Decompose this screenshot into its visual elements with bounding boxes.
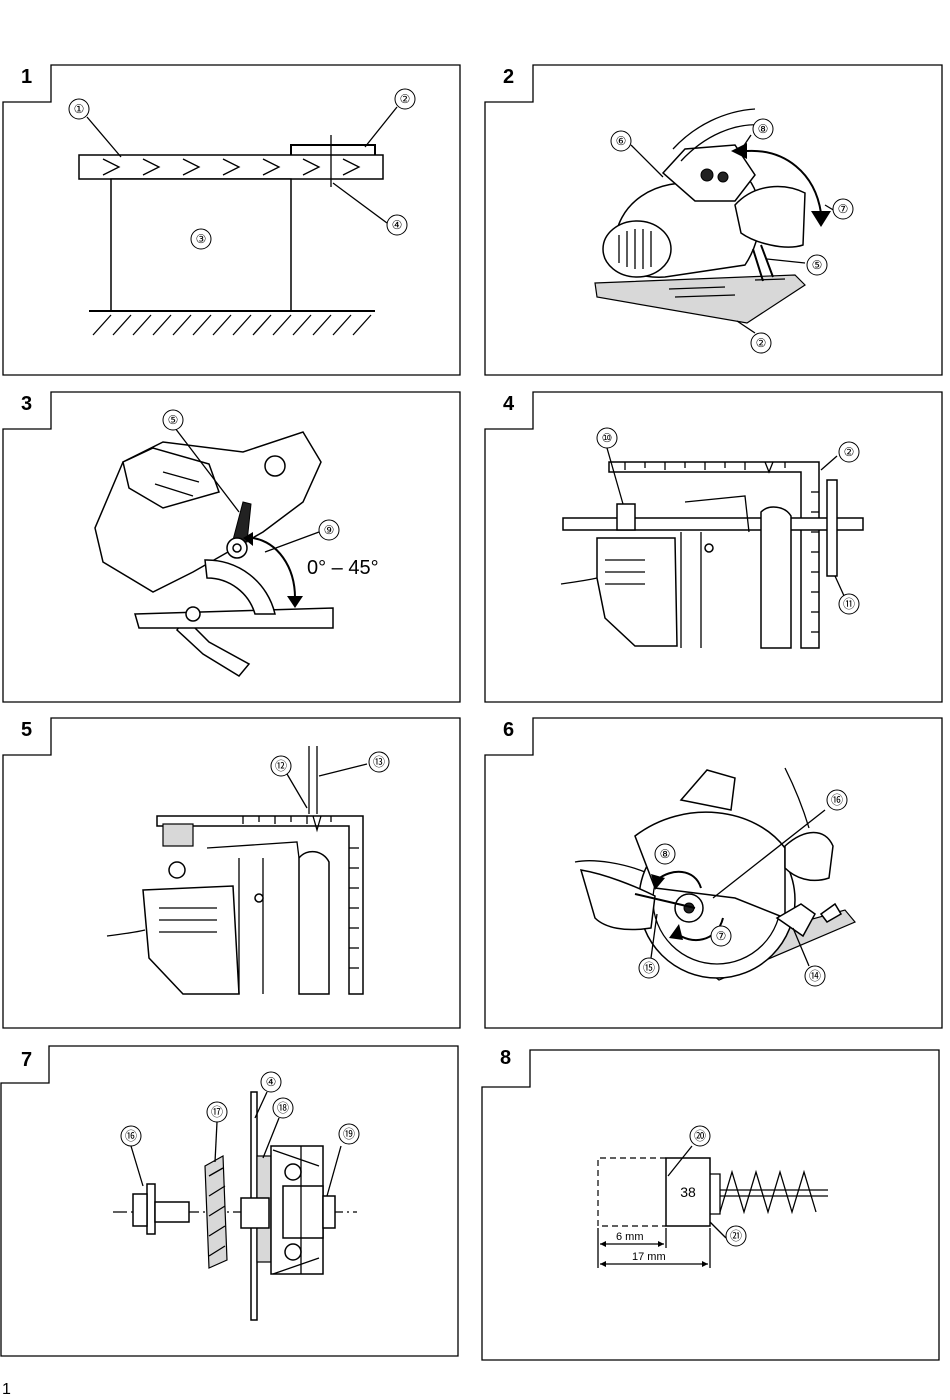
callout-2: ② (750, 332, 772, 354)
dimension-17mm: 17 mm (632, 1251, 666, 1263)
callout-13: ⑬ (368, 751, 390, 773)
callout-4: ④ (260, 1071, 282, 1093)
bevel-angle-range: 0° – 45° (307, 557, 379, 579)
callout-16: ⑯ (826, 789, 848, 811)
callout-5: ⑤ (162, 409, 184, 431)
callout-10: ⑩ (596, 427, 618, 449)
panel-number: 8 (500, 1047, 512, 1069)
svg-text:⑨: ⑨ (324, 523, 335, 537)
figure-panel-8: 8 38 6 mm 17 mm ⑳ ㉑ (481, 1047, 942, 1362)
panel-frame (481, 1049, 940, 1361)
svg-text:⑦: ⑦ (838, 202, 849, 216)
figure-panel-5: 5 ⑫ ⑬ (2, 717, 463, 1030)
callout-18: ⑱ (272, 1097, 294, 1119)
panel-number: 2 (503, 66, 515, 88)
panel-frame (484, 391, 943, 703)
svg-text:⑯: ⑯ (831, 793, 843, 807)
saw-base-adjust-illustration (594, 108, 836, 334)
svg-text:②: ② (844, 445, 855, 459)
callout-20: ⑳ (689, 1125, 711, 1147)
figure-panel-6: 6 ⑯ ⑧ ⑦ ⑮ ⑭ (484, 717, 945, 1030)
svg-text:⑧: ⑧ (758, 122, 769, 136)
panel-number: 7 (21, 1049, 33, 1071)
svg-text:③: ③ (196, 232, 207, 246)
svg-text:⑬: ⑬ (373, 755, 385, 769)
callout-7: ⑦ (710, 925, 732, 947)
panel-frame (2, 64, 461, 376)
svg-text:⑪: ⑪ (843, 597, 855, 611)
panel-frame (484, 64, 943, 376)
panel-frame (2, 391, 461, 703)
svg-text:⑦: ⑦ (716, 929, 727, 943)
blade-assembly-exploded-view (113, 1091, 357, 1321)
callout-2: ② (394, 88, 416, 110)
svg-text:⑲: ⑲ (343, 1127, 355, 1141)
callout-19: ⑲ (338, 1123, 360, 1145)
svg-text:⑥: ⑥ (616, 134, 627, 148)
page-number: 1 (2, 1381, 11, 1398)
panel-frame (484, 717, 943, 1029)
svg-text:⑫: ⑫ (275, 759, 287, 773)
callout-15: ⑮ (638, 957, 660, 979)
svg-text:⑰: ⑰ (211, 1105, 223, 1119)
callout-9: ⑨ (318, 519, 340, 541)
blade-removal-illustration (574, 767, 856, 981)
figure-panel-2: 2 ⑥ ⑧ ⑦ ⑤ ② (484, 64, 945, 377)
cutting-line-illustration (106, 746, 368, 995)
svg-text:⑧: ⑧ (660, 847, 671, 861)
dimension-6mm: 6 mm (616, 1231, 644, 1243)
svg-text:⑤: ⑤ (812, 258, 823, 272)
callout-16: ⑯ (120, 1125, 142, 1147)
svg-text:⑮: ⑮ (643, 961, 655, 975)
carbon-brush-diagram: 38 6 mm 17 mm (597, 1145, 828, 1268)
callout-3: ③ (190, 228, 212, 250)
svg-text:②: ② (400, 92, 411, 106)
svg-text:④: ④ (392, 218, 403, 232)
callout-2: ② (838, 441, 860, 463)
callout-7: ⑦ (832, 198, 854, 220)
svg-text:①: ① (74, 102, 85, 116)
workpiece-support-illustration (78, 106, 398, 336)
callout-6: ⑥ (610, 130, 632, 152)
guide-fence-illustration (560, 447, 864, 649)
svg-text:⑩: ⑩ (602, 431, 613, 445)
svg-text:⑱: ⑱ (277, 1101, 289, 1115)
panel-number: 6 (503, 719, 515, 741)
callout-21: ㉑ (725, 1225, 747, 1247)
callout-17: ⑰ (206, 1101, 228, 1123)
figure-panel-1: 1 ① ② ③ ④ (2, 64, 463, 377)
figure-panel-4: 4 ⑩ ② ⑪ (484, 391, 945, 704)
svg-text:④: ④ (266, 1075, 277, 1089)
panel-number: 4 (503, 393, 515, 415)
svg-text:②: ② (756, 336, 767, 350)
svg-text:⑭: ⑭ (809, 969, 821, 983)
panel-number: 3 (21, 393, 33, 415)
svg-text:⑳: ⑳ (694, 1129, 706, 1143)
panel-number: 1 (21, 66, 33, 88)
callout-11: ⑪ (838, 593, 860, 615)
svg-text:⑤: ⑤ (168, 413, 179, 427)
figure-panel-7: 7 ④ ⑰ ⑱ ⑯ ⑲ (0, 1045, 461, 1358)
callout-5: ⑤ (806, 254, 828, 276)
svg-text:⑯: ⑯ (125, 1129, 137, 1143)
panel-frame (0, 1045, 459, 1357)
callout-8: ⑧ (752, 118, 774, 140)
bevel-adjust-illustration: 0° – 45° (94, 427, 379, 677)
callout-14: ⑭ (804, 965, 826, 987)
callout-4: ④ (386, 214, 408, 236)
callout-1: ① (68, 98, 90, 120)
brush-number-label: 38 (680, 1184, 696, 1200)
callout-12: ⑫ (270, 755, 292, 777)
panel-number: 5 (21, 719, 33, 741)
figure-panel-3: 3 0° – 45° ⑤ ⑨ (2, 391, 463, 704)
panel-frame (2, 717, 461, 1029)
svg-text:㉑: ㉑ (730, 1229, 742, 1243)
callout-8: ⑧ (654, 843, 676, 865)
